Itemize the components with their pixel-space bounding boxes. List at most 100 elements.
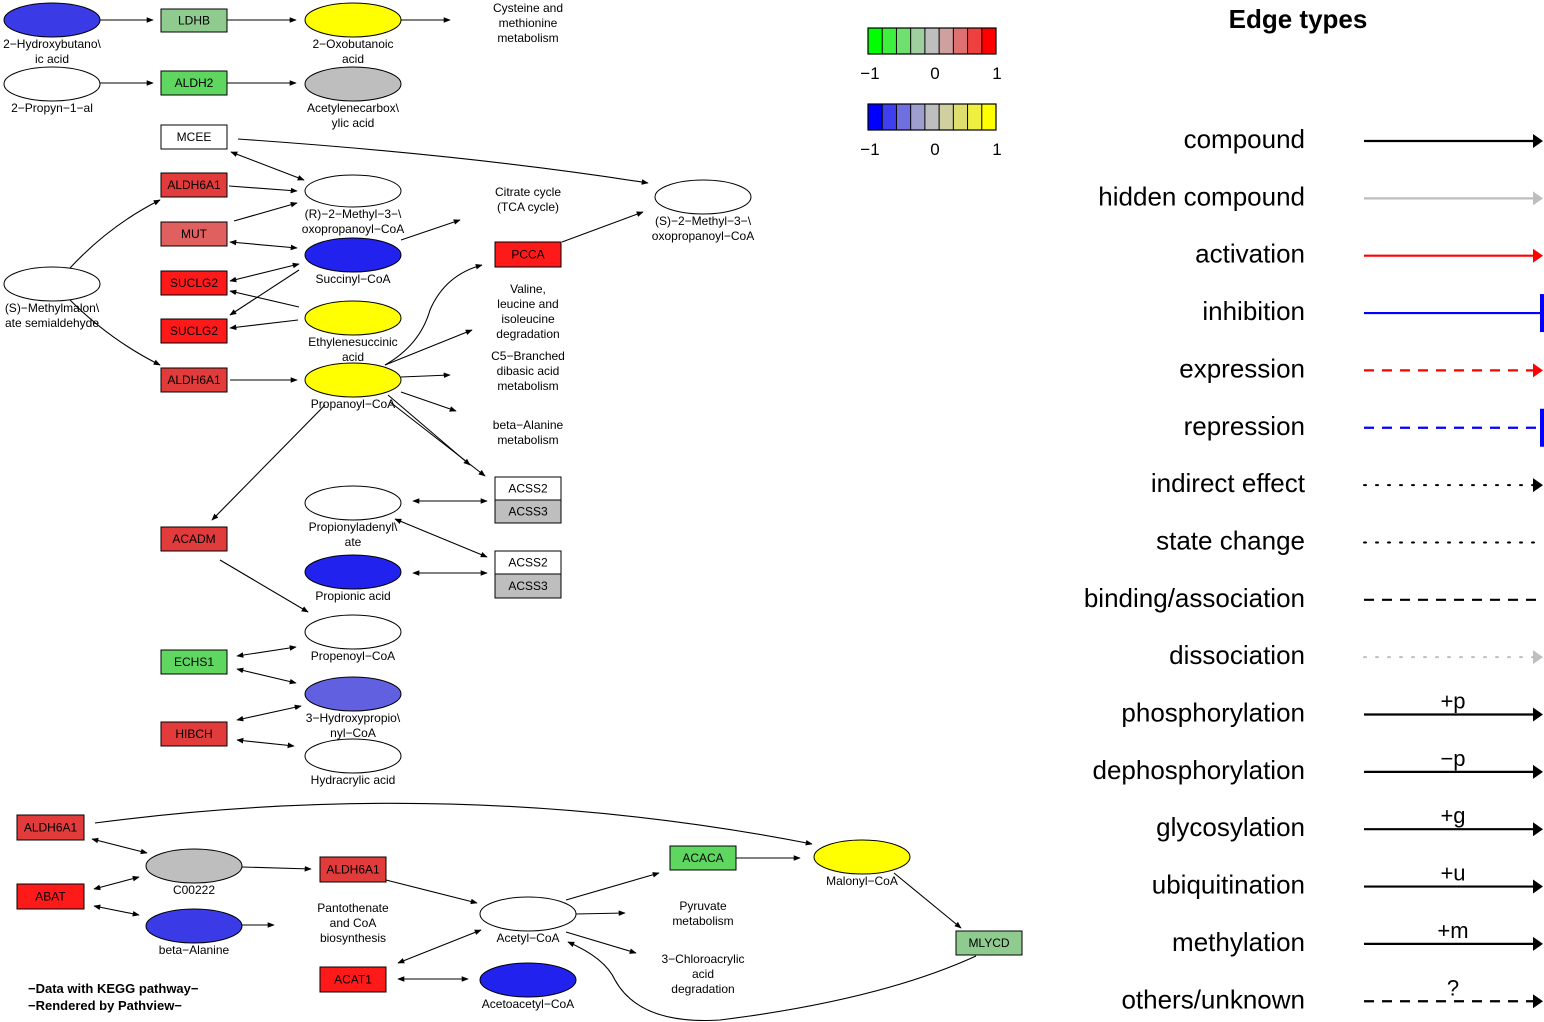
- gene-nodes: LDHBALDH2MCEEALDH6A1MUTSUCLG2SUCLG2ALDH6…: [16, 8, 1023, 993]
- legend-arrowhead: [1533, 936, 1543, 951]
- legend-item-inhibition: inhibition: [1202, 294, 1544, 333]
- compound-node-hydroxybutanoic[interactable]: 2−Hydroxybutano\ic acid: [3, 2, 102, 66]
- compound-ellipse: [3, 2, 101, 38]
- legend-item-compound: compound: [1184, 124, 1543, 154]
- pathway-label-line: metabolism: [497, 433, 558, 447]
- gene-node-acss3[interactable]: ACSS3: [494, 499, 562, 524]
- scale-tick-label: 1: [992, 140, 1001, 159]
- scale-segment: [868, 104, 883, 130]
- compound-node-succinyl[interactable]: Succinyl−CoA: [304, 237, 402, 286]
- scale-tick-label: 0: [930, 140, 939, 159]
- gene-node-aldh6a1[interactable]: ALDH6A1: [160, 367, 228, 393]
- gene-node-ldhb[interactable]: LDHB: [160, 8, 228, 33]
- legend-arrowhead: [1533, 134, 1543, 148]
- gene-label: ACSS3: [508, 505, 548, 519]
- compound-label: beta−Alanine: [159, 943, 230, 957]
- compound-label: Propionic acid: [315, 589, 390, 603]
- gene-node-acadm[interactable]: ACADM: [160, 526, 228, 552]
- gene-node-suclg2[interactable]: SUCLG2: [160, 318, 228, 344]
- pathway-label-citrate[interactable]: Citrate cycle(TCA cycle): [495, 185, 561, 214]
- gene-node-aldh6a1[interactable]: ALDH6A1: [160, 172, 228, 198]
- gene-node-mcee[interactable]: MCEE: [160, 124, 228, 150]
- compound-node-r-methyl[interactable]: (R)−2−Methyl−3−\oxopropanoyl−CoA: [302, 174, 404, 236]
- compound-node-acetoacetyl[interactable]: Acetoacetyl−CoA: [479, 962, 577, 1011]
- gene-label: SUCLG2: [170, 324, 218, 338]
- compound-label: acid: [342, 350, 364, 364]
- pathway-edge: [565, 872, 660, 901]
- pathway-label-line: biosynthesis: [320, 931, 386, 945]
- gene-node-aldh2[interactable]: ALDH2: [160, 70, 228, 96]
- compound-node-hydracrylic[interactable]: Hydracrylic acid: [304, 738, 402, 787]
- gene-node-abat[interactable]: ABAT: [16, 883, 85, 910]
- gene-node-aldh6a1[interactable]: ALDH6A1: [319, 856, 387, 883]
- compound-node-propanoyl[interactable]: Propanoyl−CoA: [304, 362, 402, 411]
- gene-node-acss2[interactable]: ACSS2: [494, 550, 562, 575]
- gene-label: ALDH6A1: [24, 821, 78, 835]
- gene-label: ACAT1: [334, 973, 372, 987]
- pathway-edge: [389, 401, 486, 477]
- compound-node-methylmalonate[interactable]: (S)−Methylmalon\ate semialdehyde: [3, 266, 101, 330]
- compound-node-s-methyl[interactable]: (S)−2−Methyl−3−\oxopropanoyl−CoA: [652, 179, 754, 243]
- compound-node-propionyladenylate[interactable]: Propionyladenyl\ate: [304, 485, 402, 549]
- pathway-edge: [93, 875, 140, 891]
- gene-node-acaca[interactable]: ACACA: [669, 845, 737, 871]
- compound-label: Malonyl−CoA: [826, 874, 898, 888]
- gene-node-acat1[interactable]: ACAT1: [319, 966, 387, 993]
- compound-label: Succinyl−CoA: [315, 272, 390, 286]
- gene-box: [955, 930, 1023, 956]
- compound-node-beta-alanine[interactable]: beta−Alanine: [145, 908, 243, 957]
- compound-node-acetylenecarbox[interactable]: Acetylenecarbox\ylic acid: [304, 66, 402, 130]
- legend-arrowhead: [1533, 248, 1543, 263]
- compound-ellipse: [304, 554, 402, 590]
- compound-node-propionic[interactable]: Propionic acid: [304, 554, 402, 603]
- gene-node-hibch[interactable]: HIBCH: [160, 721, 228, 747]
- gene-node-suclg2[interactable]: SUCLG2: [160, 270, 228, 296]
- pathway-label-line: metabolism: [497, 31, 558, 45]
- legend-item-mark: +g: [1440, 803, 1465, 828]
- gene-node-acss2[interactable]: ACSS2: [494, 476, 562, 501]
- legend-item-mark: −p: [1440, 746, 1465, 771]
- pathway-label-line: degradation: [671, 982, 734, 996]
- compound-node-acetyl[interactable]: Acetyl−CoA: [479, 896, 577, 945]
- compound-node-c00222[interactable]: C00222: [145, 848, 243, 897]
- legend-arrowhead: [1533, 191, 1543, 206]
- compound-label: nyl−CoA: [330, 726, 376, 740]
- gene-node-pcca[interactable]: PCCA: [494, 241, 562, 268]
- compound-ellipse: [304, 66, 402, 102]
- pathway-label-line: acid: [692, 967, 714, 981]
- pathway-label-line: methionine: [499, 16, 558, 30]
- gene-box: [160, 367, 228, 393]
- legend-item-label: dissociation: [1169, 640, 1305, 670]
- pathway-edge: [385, 879, 478, 905]
- gene-label: LDHB: [178, 14, 210, 28]
- pathway-edge: [565, 931, 637, 954]
- compound-ellipse: [304, 362, 402, 398]
- pathway-labels: Cysteine andmethioninemetabolismCitrate …: [317, 1, 744, 996]
- gene-node-mlycd[interactable]: MLYCD: [955, 930, 1023, 956]
- gene-node-mut[interactable]: MUT: [160, 221, 228, 247]
- compound-node-propenoyl[interactable]: Propenoyl−CoA: [304, 614, 402, 663]
- pathway-label-line: Pyruvate: [679, 899, 727, 913]
- gene-box: [160, 526, 228, 552]
- compound-node-hydroxypropionyl[interactable]: 3−Hydroxypropio\nyl−CoA: [304, 676, 402, 740]
- gene-box: [16, 883, 85, 910]
- compound-node-propynal[interactable]: 2−Propyn−1−al: [3, 66, 101, 115]
- gene-node-echs1[interactable]: ECHS1: [160, 649, 228, 675]
- gene-node-aldh6a1[interactable]: ALDH6A1: [16, 814, 85, 841]
- gene-node-acss3[interactable]: ACSS3: [494, 573, 562, 599]
- pathway-edges: [69, 17, 977, 1022]
- pathway-edge: [561, 211, 644, 243]
- compound-node-malonyl[interactable]: Malonyl−CoA: [813, 839, 911, 888]
- compound-label: Acetoacetyl−CoA: [482, 997, 574, 1011]
